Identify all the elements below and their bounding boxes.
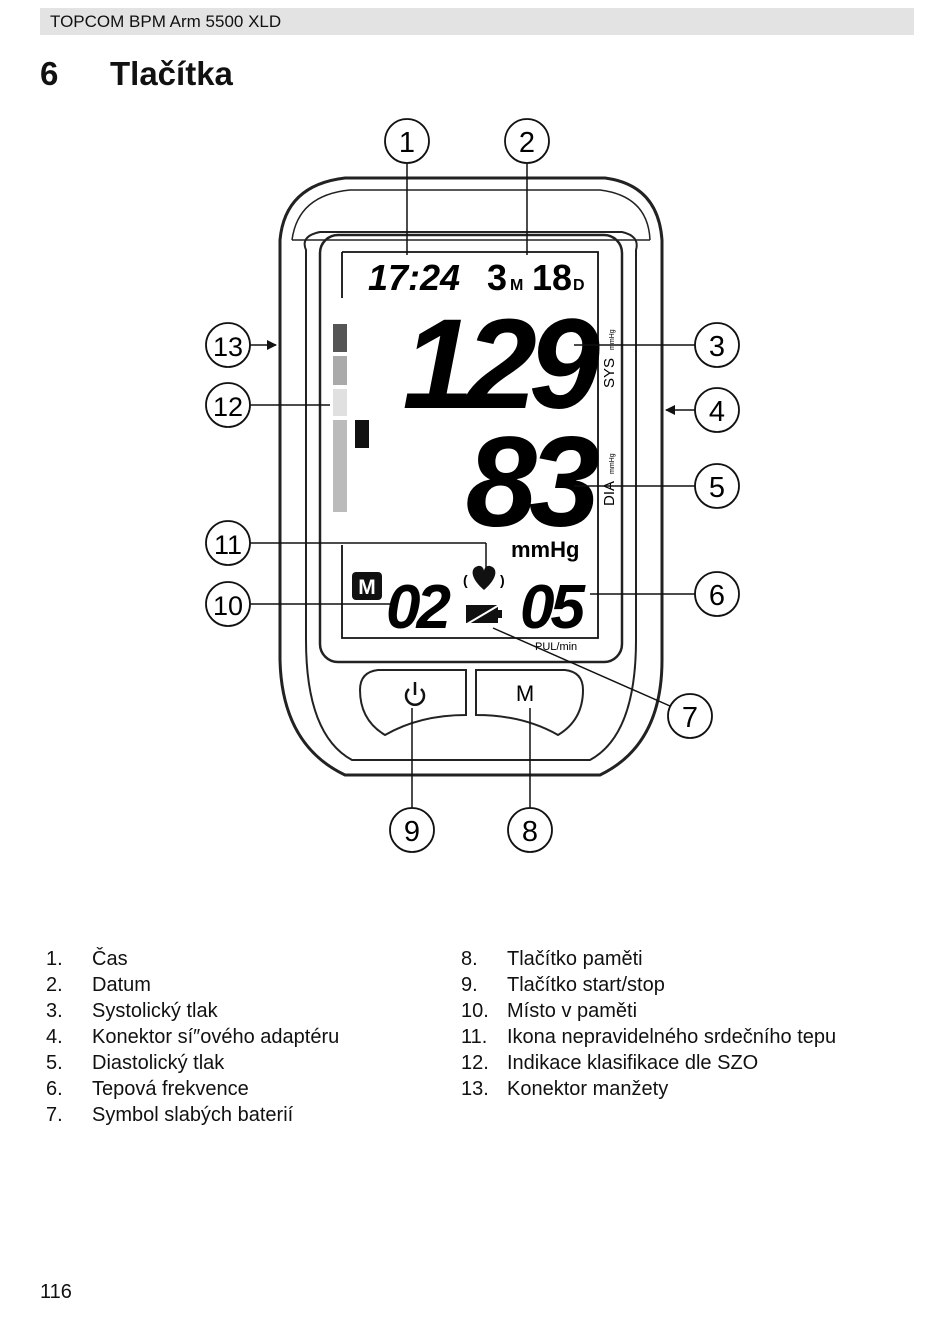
svg-text:12: 12 bbox=[213, 392, 243, 422]
who-classification-bar bbox=[333, 324, 369, 512]
time-readout: 17:24 bbox=[368, 257, 460, 298]
list-item: 4.Konektor sí″ového adaptéru bbox=[46, 1026, 340, 1048]
list-item: 1.Čas bbox=[46, 948, 128, 970]
pulse-readout: 05 bbox=[520, 573, 586, 642]
list-item: 12.Indikace klasifikace dle SZO bbox=[461, 1052, 759, 1074]
section-title: Tlačítka bbox=[110, 55, 233, 92]
sys-unit: mmHg bbox=[609, 329, 616, 350]
callout-11: 11 bbox=[205, 520, 251, 566]
day-unit: D bbox=[573, 277, 585, 294]
running-header: TOPCOM BPM Arm 5500 XLD bbox=[40, 8, 914, 35]
svg-text:10: 10 bbox=[213, 591, 243, 621]
pulse-unit: PUL/min bbox=[535, 641, 577, 653]
list-item: 8.Tlačítko paměti bbox=[461, 948, 643, 970]
dia-label: DIA bbox=[601, 481, 618, 506]
low-battery-icon bbox=[461, 600, 507, 628]
month-unit: M bbox=[510, 277, 523, 294]
memory-button-label: M bbox=[516, 681, 534, 706]
svg-text:4: 4 bbox=[709, 396, 725, 428]
legend-left-column: 1.Čas 2.Datum 3.Systolický tlak 4.Konekt… bbox=[46, 946, 339, 1128]
legend-right-column: 8.Tlačítko paměti 9.Tlačítko start/stop … bbox=[461, 946, 836, 1102]
memory-button[interactable]: M bbox=[475, 669, 585, 737]
callout-1: 1 bbox=[384, 118, 430, 164]
svg-text:(: ( bbox=[463, 572, 468, 588]
list-item: 3.Systolický tlak bbox=[46, 1000, 218, 1022]
callout-10: 10 bbox=[205, 581, 251, 627]
list-item: 11.Ikona nepravidelného srdečního tepu bbox=[461, 1026, 837, 1048]
sys-label: SYS bbox=[601, 358, 618, 388]
callout-2: 2 bbox=[504, 118, 550, 164]
svg-text:11: 11 bbox=[214, 530, 242, 560]
list-item: 2.Datum bbox=[46, 974, 151, 996]
callout-9: 9 bbox=[389, 807, 435, 853]
svg-text:5: 5 bbox=[709, 472, 725, 504]
systolic-readout: 129 bbox=[402, 293, 599, 436]
device-body bbox=[278, 176, 664, 777]
device-diagram: 17:24 3 M 18 D 129 SYS mmHg 83 DIA mmHg … bbox=[205, 118, 740, 853]
list-item: 9.Tlačítko start/stop bbox=[461, 974, 665, 996]
svg-text:3: 3 bbox=[709, 331, 725, 363]
list-item: 10.Místo v paměti bbox=[461, 1000, 638, 1022]
svg-text:2: 2 bbox=[519, 127, 535, 159]
svg-text:1: 1 bbox=[399, 127, 415, 159]
diastolic-readout: 83 bbox=[466, 411, 599, 554]
callout-6: 6 bbox=[694, 571, 740, 617]
callout-5: 5 bbox=[694, 463, 740, 509]
list-item: 5.Diastolický tlak bbox=[46, 1052, 225, 1074]
callout-8: 8 bbox=[507, 807, 553, 853]
list-item: 6.Tepová frekvence bbox=[46, 1078, 249, 1100]
svg-text:): ) bbox=[500, 572, 505, 588]
callout-13: 13 bbox=[205, 322, 251, 368]
svg-text:7: 7 bbox=[682, 702, 698, 734]
power-icon bbox=[404, 682, 426, 706]
day-readout: 18 bbox=[532, 257, 572, 298]
callout-leader-lines bbox=[250, 163, 695, 808]
section-number: 6 bbox=[40, 55, 59, 92]
month-readout: 3 bbox=[487, 257, 507, 298]
memory-badge: M bbox=[358, 576, 376, 599]
callout-7: 7 bbox=[667, 693, 713, 739]
svg-text:13: 13 bbox=[213, 332, 243, 362]
memory-badge-box bbox=[352, 572, 382, 600]
list-item: 7.Symbol slabých baterií bbox=[46, 1104, 294, 1126]
svg-text:8: 8 bbox=[522, 816, 538, 848]
list-item: 13.Konektor manžety bbox=[461, 1078, 669, 1100]
callout-12: 12 bbox=[205, 382, 251, 428]
mmhg-label: mmHg bbox=[511, 537, 579, 562]
start-stop-button[interactable] bbox=[358, 669, 467, 737]
page-number: 116 bbox=[40, 1281, 72, 1303]
section-heading: 6 Tlačítka bbox=[40, 55, 233, 93]
lcd-screen: 17:24 3 M 18 D 129 SYS mmHg 83 DIA mmHg … bbox=[333, 251, 618, 653]
callout-4: 4 bbox=[694, 387, 740, 433]
svg-text:9: 9 bbox=[404, 816, 420, 848]
callout-3: 3 bbox=[694, 322, 740, 368]
svg-text:6: 6 bbox=[709, 580, 725, 612]
dia-unit: mmHg bbox=[609, 453, 616, 474]
header-title: TOPCOM BPM Arm 5500 XLD bbox=[50, 12, 282, 31]
memory-slot-readout: 02 bbox=[386, 573, 450, 642]
irregular-heartbeat-icon: ( ) bbox=[463, 565, 505, 590]
